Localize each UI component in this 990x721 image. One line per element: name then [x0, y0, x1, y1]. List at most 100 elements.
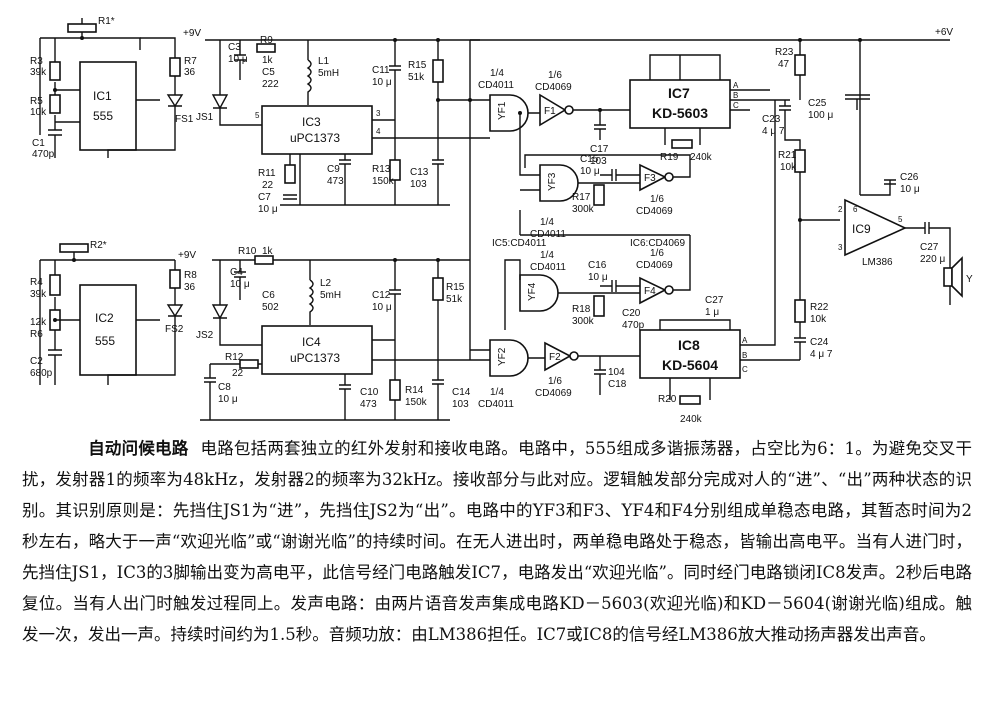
r21-label: R21 [778, 150, 797, 161]
logic-section: +6V YF1 1/4 CD4011 F1 1/6 CD4069 C17 103… [468, 27, 953, 410]
ic3-type: uPC1373 [290, 131, 340, 145]
c15-label: C15 [580, 154, 599, 165]
f1-type: CD4069 [535, 82, 572, 93]
r17-value: 300k [572, 204, 595, 215]
r19-label: R19 [660, 152, 679, 163]
r15-label: R15 [408, 60, 427, 71]
c5-value: 222 [262, 79, 279, 90]
caption-text: 自动问候电路电路包括两套独立的红外发射和接收电路。电路中，555组成多谐振荡器，… [22, 433, 972, 650]
svg-text:6: 6 [853, 205, 858, 214]
r8-value: 36 [184, 282, 196, 293]
ic7-chip [629, 79, 731, 129]
c2-value: 680p [30, 368, 53, 379]
c11-value: 10 μ [372, 77, 392, 88]
l1-label: L1 [318, 56, 330, 67]
f2-type: CD4069 [535, 388, 572, 399]
svg-text:5: 5 [898, 215, 903, 224]
c18-value: 104 [608, 367, 625, 378]
r9-value: 1k [262, 55, 274, 66]
caption-body: 电路包括两套独立的红外发射和接收电路。电路中，555组成多谐振荡器，占空比为6：… [22, 439, 972, 644]
l1-value: 5mH [318, 68, 339, 79]
r19-value: 240k [690, 152, 713, 163]
c14-value: 103 [452, 399, 469, 410]
yf3-frac: 1/4 [540, 217, 554, 228]
caption-title: 自动问候电路 [88, 439, 189, 458]
ic9-amp [844, 198, 907, 257]
ic4-chip [261, 325, 373, 375]
c8-label: C8 [218, 382, 231, 393]
c10-value: 473 [360, 399, 377, 410]
yf3-label: YF3 [547, 172, 558, 191]
c12-label: C12 [372, 290, 391, 301]
r5-label: R5 [30, 96, 43, 107]
amplifier-section: R23 47 C25 100 μ C23 4 μ 7 R21 10k R22 1… [762, 38, 973, 360]
transmitter-2: R2* R4 39k 12k R6 C2 680p IC2 555 +9V R8… [30, 240, 197, 385]
yf4-type: CD4011 [530, 262, 566, 273]
c4-value: 10 μ [230, 279, 250, 290]
r23-label: R23 [775, 47, 794, 58]
r10-value: 1k [262, 246, 274, 257]
f3-label: F3 [644, 173, 656, 184]
ic1-name: IC1 [93, 89, 112, 103]
svg-text:3: 3 [376, 109, 381, 118]
f3-type: CD4069 [636, 206, 673, 217]
r22-value: 10k [810, 314, 827, 325]
yf1-type: CD4011 [478, 80, 514, 91]
r11-label: R11 [258, 168, 276, 179]
c12-value: 10 μ [372, 302, 392, 313]
c9-value: 473 [327, 176, 344, 187]
c23-value: 4 μ 7 [762, 126, 785, 137]
ic3-name: IC3 [302, 115, 321, 129]
f4-type: CD4069 [636, 260, 673, 271]
r3-value: 39k [30, 67, 47, 78]
c20-label: C20 [622, 308, 641, 319]
ic7-name: IC7 [668, 85, 690, 101]
r6-label: R6 [30, 329, 43, 340]
js1-label: JS1 [196, 112, 214, 123]
c25-value: 100 μ [808, 110, 833, 121]
r11-value: 22 [262, 180, 274, 191]
yf2-label: YF2 [497, 347, 508, 366]
c14-label: C14 [452, 387, 471, 398]
speaker-label: Y [966, 274, 973, 285]
svg-text:C: C [742, 365, 748, 374]
r13-label: R13 [372, 164, 391, 175]
fs1-label: FS1 [175, 114, 194, 125]
c8-value: 10 μ [218, 394, 238, 405]
vcc-1: +9V [183, 28, 201, 39]
c16-label: C16 [588, 260, 607, 271]
l2-label: L2 [320, 278, 332, 289]
c4-label: C4 [230, 267, 243, 278]
c17-label: C17 [590, 144, 609, 155]
c9-label: C9 [327, 164, 340, 175]
c15-value: 10 μ [580, 166, 600, 177]
r15b-label: R15 [446, 282, 465, 293]
c1-value: 470p [32, 149, 55, 160]
c20-value: 470p [622, 320, 645, 331]
svg-text:A: A [733, 81, 739, 90]
c23-label: C23 [762, 114, 781, 125]
svg-text:3: 3 [838, 243, 843, 252]
f1-frac: 1/6 [548, 70, 562, 81]
ic6-note: IC6:CD4069 [630, 238, 685, 249]
c24-value: 4 μ 7 [810, 349, 833, 360]
r17-label: R17 [572, 192, 591, 203]
r4-value: 39k [30, 289, 47, 300]
js2-label: JS2 [196, 330, 214, 341]
vcc-main: +6V [935, 27, 953, 38]
ic9-name: IC9 [852, 222, 871, 236]
c7-value: 10 μ [258, 204, 278, 215]
r14-value: 150k [405, 397, 428, 408]
c27a-label: C27 [705, 295, 724, 306]
r7-label: R7 [184, 56, 197, 67]
ic5-note: IC5:CD4011 [492, 238, 547, 249]
c17-value: 103 [590, 156, 607, 167]
c5-label: C5 [262, 67, 275, 78]
ic4-type: uPC1373 [290, 351, 340, 365]
c16-value: 10 μ [588, 272, 608, 283]
r21-value: 10k [780, 162, 797, 173]
c6-label: C6 [262, 290, 275, 301]
ic7-type: KD-5603 [652, 105, 708, 121]
r12-label: R12 [225, 352, 244, 363]
c10-label: C10 [360, 387, 379, 398]
